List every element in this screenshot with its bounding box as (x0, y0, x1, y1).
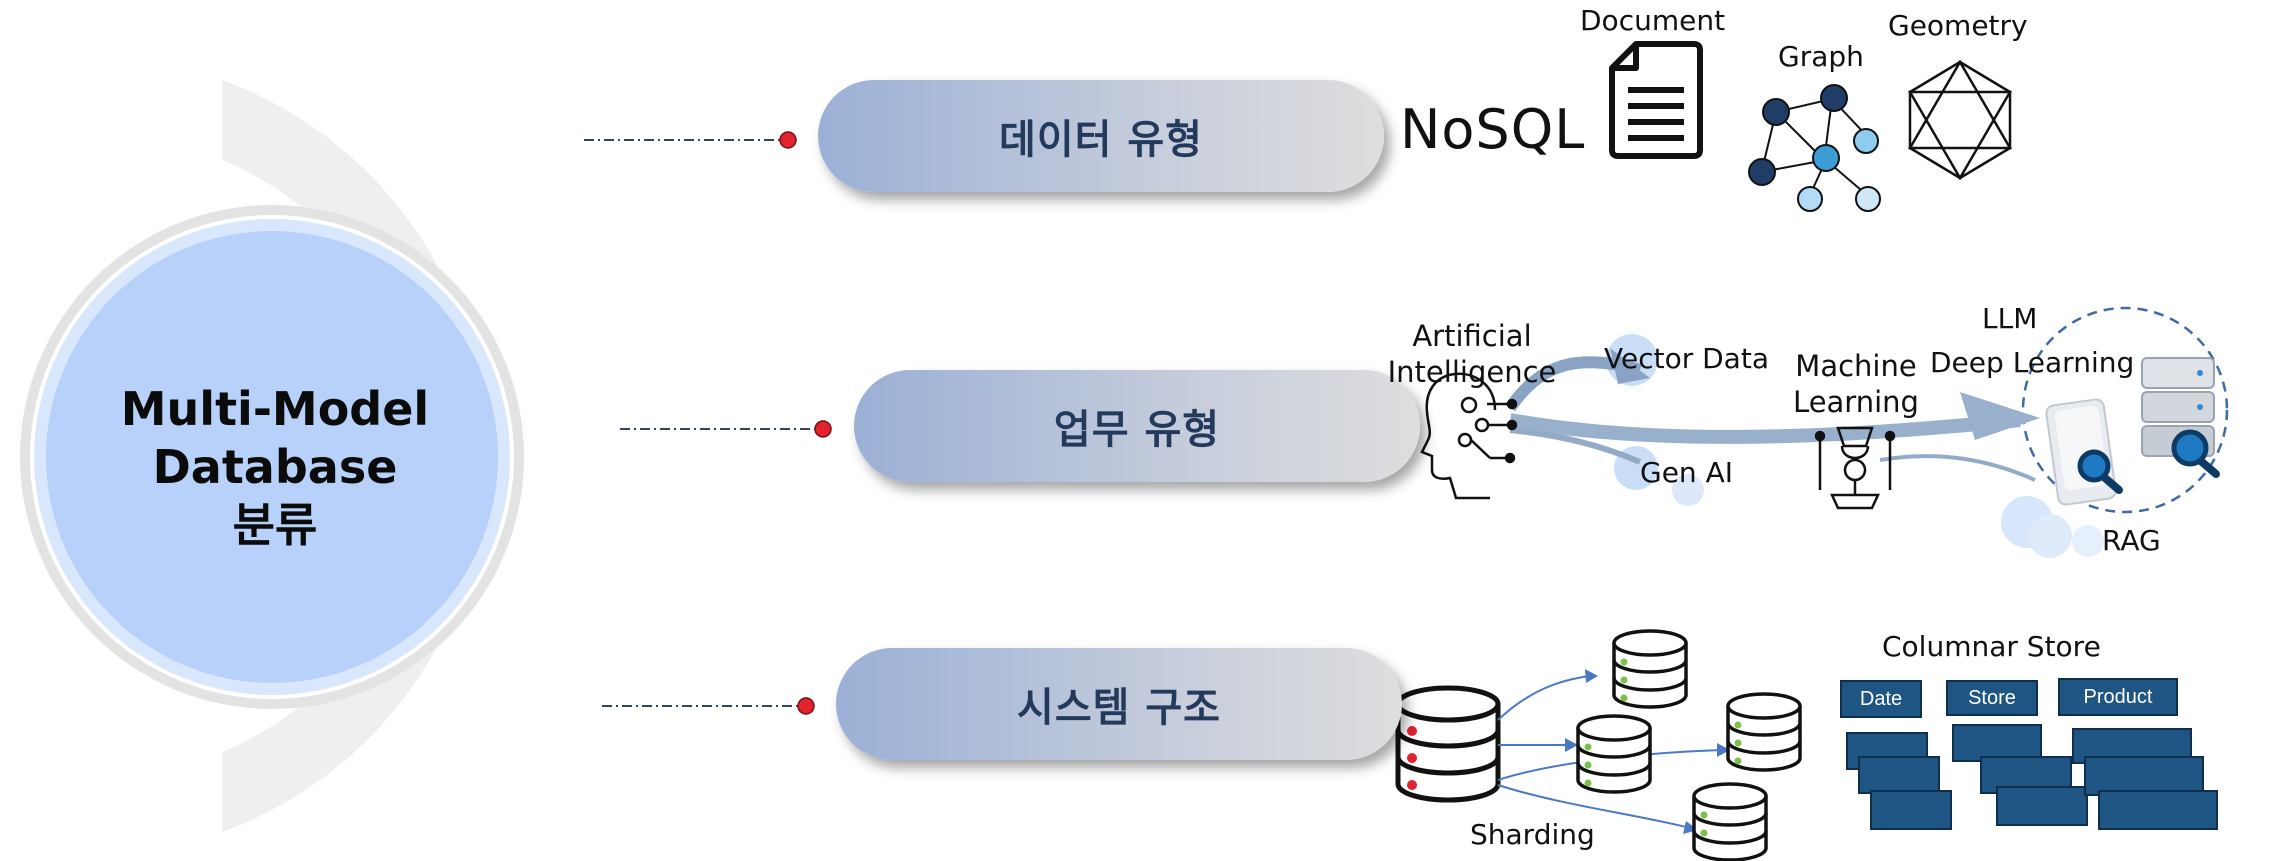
product-block-2 (2084, 756, 2204, 796)
center-title-line2: Database (152, 440, 398, 494)
llm-dashed-circle (2021, 306, 2229, 514)
arrow-main-head (1960, 392, 2040, 440)
store-block-3 (1996, 786, 2088, 826)
shard-db-4 (1692, 782, 1768, 861)
arrow-to-genai (1509, 427, 1642, 465)
shard-db-3 (1726, 692, 1802, 772)
vector-data-label: Vector Data (1604, 342, 1769, 375)
llm-document-icon (2045, 398, 2123, 506)
center-title-line1: Multi-Model (120, 382, 430, 436)
sharding-label: Sharding (1470, 818, 1595, 851)
document-label: Document (1580, 4, 1726, 37)
date-block-2 (1858, 756, 1940, 794)
nosql-label: NoSQL (1400, 98, 1586, 161)
main-database-icon (1395, 685, 1501, 803)
server-stack-icon (2141, 357, 2220, 478)
columnar-store-title: Columnar Store (1882, 630, 2101, 663)
graph-label: Graph (1778, 40, 1864, 73)
ml-label-line1: Machine (1795, 349, 1917, 383)
genai-bubble-small (1672, 474, 1704, 506)
connector-dot-3 (797, 697, 815, 715)
center-title-line3: 분류 (232, 498, 318, 552)
deep-learning-label: Deep Learning (1930, 346, 2135, 379)
category-pill-work-type: 업무 유형 (854, 370, 1420, 482)
rag-bubble-2 (2028, 514, 2072, 558)
column-header-date: Date (1840, 680, 1922, 718)
category-label-work-type: 업무 유형 (1053, 407, 1221, 453)
column-header-product: Product (2058, 678, 2178, 716)
shard-db-2 (1576, 714, 1652, 794)
machine-learning-icon (1814, 426, 1896, 510)
graph-icon (1748, 84, 1881, 212)
ai-head-icon (1420, 372, 1518, 500)
ml-label-line2: Learning (1793, 385, 1919, 419)
llm-label: LLM (1982, 302, 2038, 335)
product-block-3 (2098, 790, 2218, 830)
rag-label: RAG (2102, 524, 2161, 557)
document-icon (1609, 41, 1703, 159)
arrow-main (1508, 413, 2021, 444)
ai-label-line1: Artificial (1412, 319, 1532, 353)
gen-ai-label: Gen AI (1640, 456, 1733, 489)
category-pill-system: 시스템 구조 (836, 648, 1402, 760)
geometry-label: Geometry (1888, 9, 2028, 42)
category-label-system: 시스템 구조 (1017, 685, 1221, 731)
rag-bubble-3 (2072, 525, 2104, 557)
category-label-data-type: 데이터 유형 (999, 117, 1203, 163)
category-pill-data-type: 데이터 유형 (818, 80, 1384, 192)
connector-dot-2 (814, 420, 832, 438)
center-circle (46, 231, 498, 683)
shard-db-1 (1612, 629, 1688, 709)
machine-learning-label: Machine Learning (1786, 348, 1926, 420)
connector-dot-1 (779, 131, 797, 149)
shard-arrow-heads (1565, 669, 1730, 834)
store-block-1 (1952, 724, 2042, 762)
arrow-ml-to-rag (1879, 454, 2036, 482)
center-title: Multi-Model Database 분류 (30, 380, 520, 554)
ai-label: Artificial Intelligence (1386, 318, 1558, 390)
geometry-icon (1907, 59, 2013, 181)
ai-label-line2: Intelligence (1387, 355, 1557, 389)
date-block-3 (1870, 790, 1952, 830)
arrow-to-vector-head (1610, 348, 1650, 384)
column-header-store: Store (1946, 680, 2038, 716)
